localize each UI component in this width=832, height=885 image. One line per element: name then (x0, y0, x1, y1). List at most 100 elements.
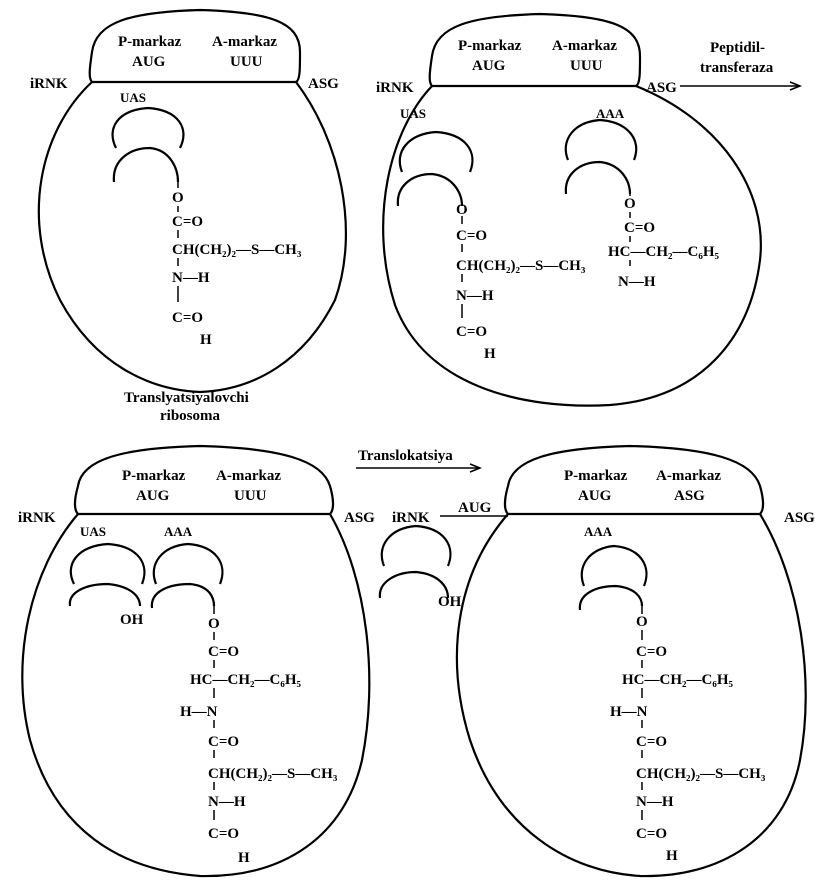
asg-label-4: ASG (784, 510, 815, 526)
p-codon-1: AUG (132, 54, 166, 70)
chain4-hn: H—N (610, 704, 648, 720)
irnk-label-2: iRNK (376, 80, 414, 96)
p-site-label-2: P-markaz (458, 38, 522, 54)
large-subunit-3 (21, 513, 371, 878)
small-subunit-2 (428, 12, 642, 88)
trna-arm-3a (68, 582, 142, 607)
irnk-label-1: iRNK (30, 76, 68, 92)
trna-arm-4 (578, 584, 644, 611)
chain1-formyl: C=O (172, 310, 203, 326)
trna-arm-2b (564, 160, 632, 195)
panel-3-ribosome: P-markaz AUG A-markaz UUU iRNK ASG UAS A… (18, 444, 375, 878)
enzyme-label-2: transferaza (700, 60, 774, 76)
chain2r-nh: N—H (618, 274, 656, 290)
chain3-side2: CH(CH₂)₂—S—CH₃ (208, 766, 338, 782)
chain4-nh: N—H (636, 794, 674, 810)
chain1-o: O (172, 190, 184, 206)
chain3-hn: H—N (180, 704, 218, 720)
a-codon-3: UUU (234, 488, 267, 504)
trna-anticodon-4: AAA (584, 524, 613, 539)
trna-arm-3b (150, 582, 216, 609)
chain3-nh: N—H (208, 794, 246, 810)
a-codon-1: UUU (230, 54, 263, 70)
translocation-arrow: Translokatsiya (356, 448, 483, 473)
chain1-co: C=O (172, 214, 203, 230)
chain1-nh: N—H (172, 270, 210, 286)
panel-1-ribosome: P-markaz AUG A-markaz UUU iRNK ASG UAS O… (30, 8, 347, 394)
chain3-co: C=O (208, 644, 239, 660)
caption-line-2: ribosoma (160, 408, 221, 424)
irnk-label-4: iRNK (392, 510, 430, 526)
chain4-h: H (666, 848, 678, 864)
chain2r-co: C=O (624, 220, 655, 236)
caption-line-1: Translyatsiyalovchi (124, 390, 249, 406)
panel-2-ribosome: P-markaz AUG A-markaz UUU iRNK ASG Pepti… (376, 12, 803, 407)
enzyme-label-1: Peptidil- (710, 40, 765, 56)
chain3-formyl: C=O (208, 826, 239, 842)
trna-arm-2a (396, 172, 464, 207)
chain2l-formyl: C=O (456, 324, 487, 340)
p-site-label-1: P-markaz (118, 34, 182, 50)
small-subunit-3 (73, 444, 335, 516)
chain1-side: CH(CH₂)₂—S—CH₃ (172, 242, 302, 258)
oh-label-3: OH (120, 612, 144, 628)
chain4-co2: C=O (636, 734, 667, 750)
a-site-label-3: A-markaz (216, 468, 281, 484)
asg-label-3: ASG (344, 510, 375, 526)
asg-label-1: ASG (308, 76, 339, 92)
chain1-h: H (200, 332, 212, 348)
free-trna-loop (380, 524, 452, 567)
chain4-co: C=O (636, 644, 667, 660)
chain4-formyl: C=O (636, 826, 667, 842)
trna-loop-3b (152, 542, 224, 585)
translocation-label: Translokatsiya (358, 448, 453, 464)
chain3-side: HC—CH₂—C₆H₅ (190, 672, 301, 688)
p-codon-2: AUG (472, 58, 506, 74)
chain4-o: O (636, 614, 648, 630)
trna-loop-4 (580, 544, 648, 587)
p-site-label-3: P-markaz (122, 468, 186, 484)
oh-label-4: OH (438, 594, 462, 610)
chain3-co2: C=O (208, 734, 239, 750)
chain2l-nh: N—H (456, 288, 494, 304)
a-site-label-1: A-markaz (212, 34, 277, 50)
chain2l-o: O (456, 202, 468, 218)
trna-anticodon-3b: AAA (164, 524, 193, 539)
trna-anticodon-2b: AAA (596, 106, 625, 121)
large-subunit-4 (455, 513, 807, 878)
chain2l-side: CH(CH₂)₂—S—CH₃ (456, 258, 586, 274)
trna-anticodon-1: UAS (120, 90, 146, 105)
chain4-side: HC—CH₂—C₆H₅ (622, 672, 733, 688)
aug-exit-label-4: AUG (458, 500, 492, 516)
trna-loop-3a (69, 542, 146, 585)
chain2r-side: HC—CH₂—C₆H₅ (608, 244, 719, 260)
chain3-h: H (238, 850, 250, 866)
p-codon-3: AUG (136, 488, 170, 504)
trna-loop-1 (111, 106, 185, 149)
a-site-label-2: A-markaz (552, 38, 617, 54)
small-subunit-1 (88, 8, 302, 84)
chain3-o: O (208, 616, 220, 632)
chain2l-co: C=O (456, 228, 487, 244)
a-site-label-4: A-markaz (656, 468, 721, 484)
large-subunit-1 (37, 81, 347, 394)
p-site-label-4: P-markaz (564, 468, 628, 484)
chain2r-o: O (624, 196, 636, 212)
trna-anticodon-2a: UAS (400, 106, 426, 121)
panel-4-ribosome: iRNK AUG OH P-markaz AUG A-markaz ASG AS… (378, 444, 815, 878)
a-codon-4: ASG (674, 488, 705, 504)
chain2l-h: H (484, 346, 496, 362)
p-codon-4: AUG (578, 488, 612, 504)
trna-anticodon-3a: UAS (80, 524, 106, 539)
trna-arm-1 (112, 146, 180, 183)
trna-loop-2a (398, 130, 474, 173)
irnk-label-3: iRNK (18, 510, 56, 526)
large-subunit-2 (382, 84, 762, 407)
chain4-side2: CH(CH₂)₂—S—CH₃ (636, 766, 766, 782)
trna-loop-2b (564, 118, 638, 161)
small-subunit-4 (503, 444, 765, 516)
a-codon-2: UUU (570, 58, 603, 74)
asg-label-2: ASG (646, 80, 677, 96)
